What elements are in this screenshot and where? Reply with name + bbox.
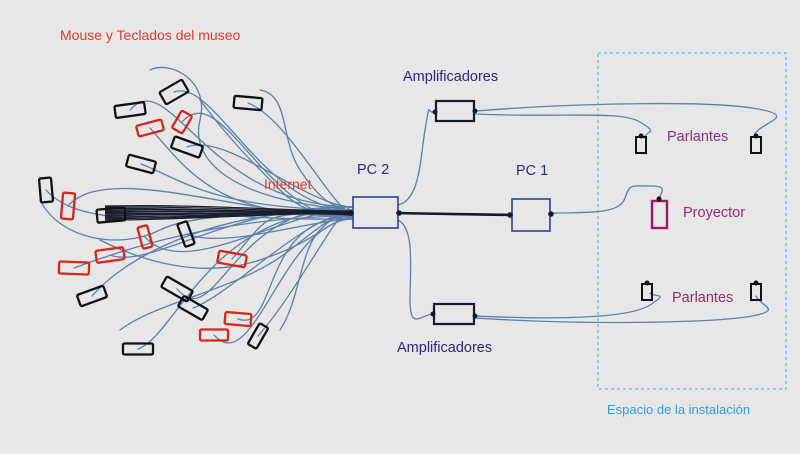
- equipment-cable: [397, 109, 433, 206]
- device-cable: [257, 206, 353, 337]
- device-cable: [192, 212, 353, 309]
- device-cable: [199, 99, 353, 213]
- device-cable: [137, 209, 353, 350]
- speaker-device: [635, 136, 647, 154]
- black-keyboard-device: [76, 284, 108, 308]
- equipment-cable: [474, 292, 661, 319]
- speaker-jack: [644, 280, 650, 286]
- red-keyboard-device: [135, 118, 165, 138]
- speaker-jack: [753, 133, 759, 139]
- speaker-device: [641, 283, 653, 301]
- connector-dot: [507, 212, 513, 218]
- projector-device: [650, 199, 669, 230]
- black-keyboard-device: [232, 94, 264, 112]
- speakers-top-label: Parlantes: [667, 129, 729, 145]
- red-keyboard-device: [171, 109, 193, 135]
- amplifier-bottom: [432, 302, 476, 326]
- red-keyboard-device: [59, 191, 77, 221]
- speaker-jack: [753, 280, 759, 286]
- black-keyboard-device: [247, 322, 269, 350]
- trunk-cable-bundle: [104, 205, 512, 221]
- equipment-cable: [475, 102, 778, 137]
- red-keyboard-device: [216, 249, 248, 269]
- red-keyboard-device: [57, 260, 91, 276]
- equipment: [348, 99, 762, 326]
- title-label: Mouse y Teclados del museo: [60, 27, 241, 43]
- projector-label: Proyector: [683, 205, 746, 221]
- amplifier-top: [434, 99, 476, 123]
- black-keyboard-device: [160, 275, 194, 303]
- device-cable: [129, 100, 353, 208]
- black-keyboard-device: [158, 78, 190, 106]
- black-keyboard-device: [125, 153, 157, 175]
- black-keyboard-device: [113, 101, 147, 119]
- equipment-cable: [549, 185, 664, 214]
- device-cable: [247, 102, 353, 214]
- black-keyboard-device: [170, 135, 204, 159]
- red-keyboard-device: [223, 310, 253, 328]
- black-keyboard-device: [95, 206, 127, 224]
- device-cable: [149, 66, 353, 211]
- projector-jack: [656, 196, 662, 202]
- pc2-label: PC 2: [357, 162, 390, 178]
- black-keyboard-device: [121, 342, 155, 356]
- trunk-strand: [104, 212, 353, 220]
- pc1-label: PC 1: [516, 163, 549, 179]
- installation-space-border: [597, 52, 787, 390]
- speaker-device: [750, 283, 762, 301]
- connector-dot: [430, 311, 436, 317]
- speaker-device: [750, 136, 762, 154]
- connector-dot: [348, 210, 354, 216]
- cables: [39, 66, 778, 350]
- connector-dot: [432, 109, 438, 115]
- amplifiers-top-label: Amplificadores: [403, 69, 499, 85]
- equipment-cable: [475, 113, 652, 139]
- speakers-bottom-label: Parlantes: [672, 290, 734, 306]
- input-devices: [37, 78, 269, 356]
- black-keyboard-device: [37, 176, 55, 204]
- black-keyboard-device: [177, 295, 209, 321]
- connector-dot: [396, 210, 402, 216]
- equipment-cable: [474, 295, 769, 324]
- device-cable: [73, 215, 353, 269]
- black-keyboard-device: [176, 220, 196, 248]
- trunk-strand: [104, 213, 353, 221]
- device-cable: [279, 215, 353, 331]
- pc1-box: [511, 198, 551, 232]
- device-cable: [181, 112, 353, 220]
- device-cable: [140, 163, 353, 211]
- speaker-jack: [638, 133, 644, 139]
- device-cable: [119, 215, 353, 331]
- red-keyboard-device: [136, 224, 154, 250]
- pc2-pc1-link: [397, 211, 512, 217]
- device-cable: [259, 89, 353, 213]
- device-cable: [173, 90, 353, 211]
- pc2-box: [352, 196, 399, 229]
- connector-dot: [472, 108, 478, 114]
- connector-dot: [548, 211, 554, 217]
- device-cable: [99, 216, 353, 269]
- device-cable: [186, 144, 353, 208]
- red-keyboard-device: [198, 328, 230, 342]
- internet-label: Internet: [264, 176, 312, 192]
- connector-dot: [472, 313, 478, 319]
- red-keyboard-device: [94, 246, 126, 264]
- amplifiers-bottom-label: Amplificadores: [397, 340, 493, 356]
- equipment-cable: [397, 219, 433, 320]
- installation-space-label: Espacio de la instalación: [607, 402, 751, 417]
